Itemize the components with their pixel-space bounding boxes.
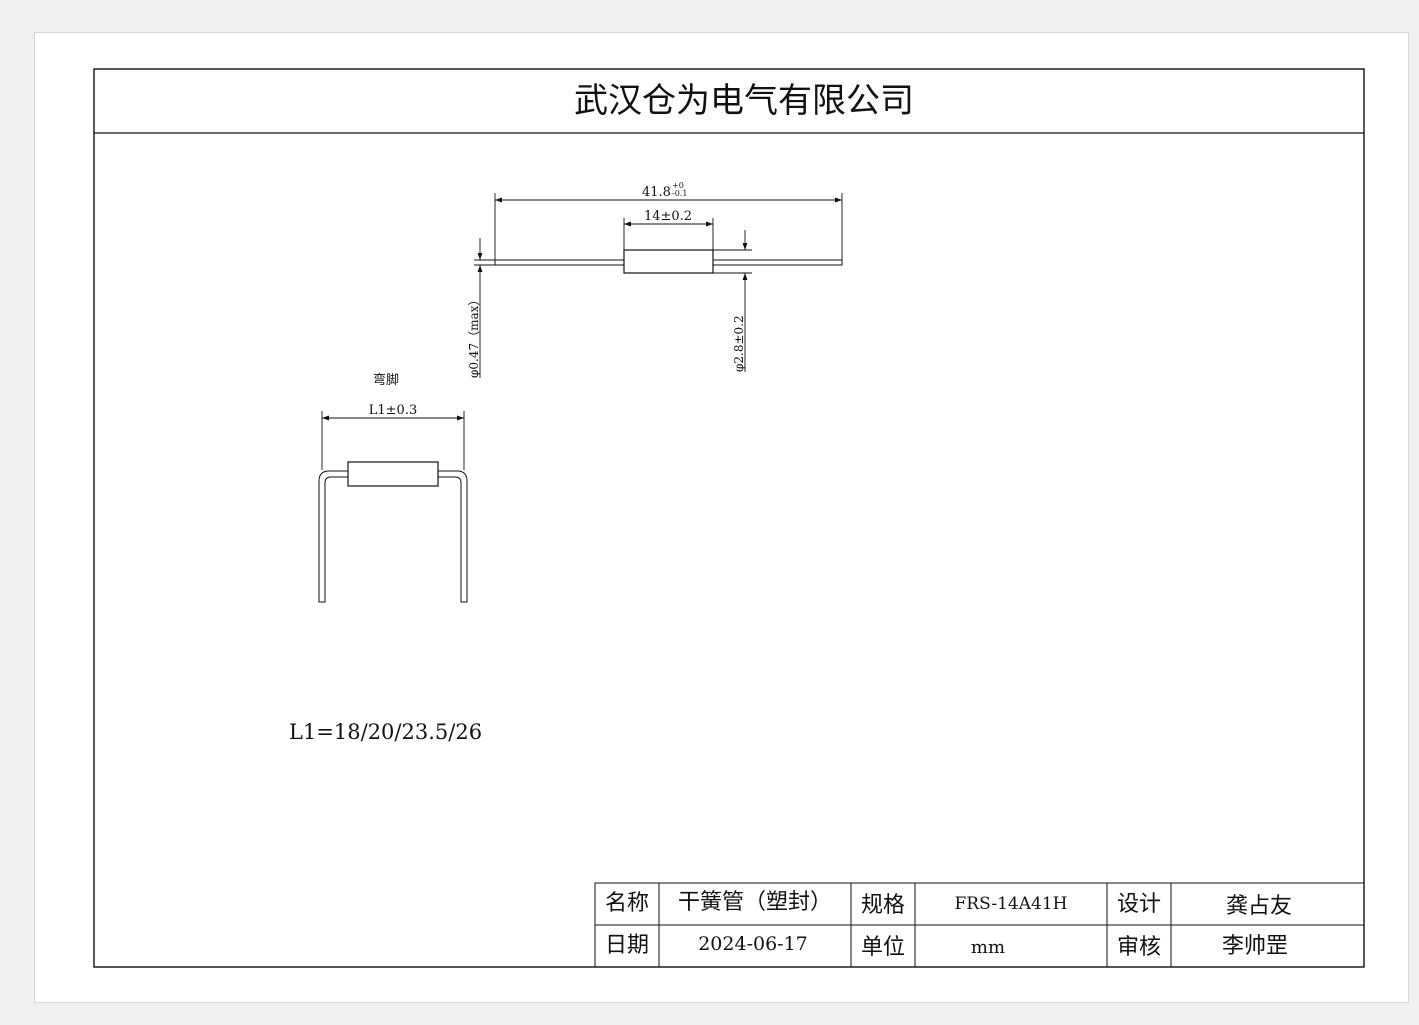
body-diameter-label: φ2.8±0.2 (732, 315, 746, 372)
date-label: 日期 (605, 933, 649, 958)
right-lead (711, 259, 843, 266)
company-title: 武汉仓为电气有限公司 (574, 81, 914, 121)
lead-span-label: L1±0.3 (369, 403, 417, 418)
glass-body-bent (347, 461, 439, 487)
overall-length-dimension (494, 193, 843, 260)
info-table (594, 882, 1365, 968)
name-label: 名称 (605, 891, 649, 916)
reviewer-value: 李帅罡 (1222, 934, 1288, 959)
glass-body (623, 249, 714, 274)
date-value: 2024-06-17 (698, 933, 808, 955)
name-value: 干簧管（塑封） (678, 890, 832, 915)
unit-label: 单位 (861, 935, 905, 960)
left-lead (494, 259, 626, 266)
drawing-sheet (34, 32, 1409, 1003)
lead-diameter-dimension (474, 238, 495, 378)
lead-span-dimension (321, 411, 465, 470)
designer-label: 设计 (1117, 892, 1161, 917)
lead-diameter-label: φ0.47（max） (467, 294, 481, 378)
overall-length-tol-upper: +0 (672, 181, 684, 190)
reviewer-label: 审核 (1117, 935, 1161, 960)
drawing-frame (93, 68, 1365, 968)
unit-value: mm (971, 937, 1005, 958)
reed-switch-bent (318, 461, 468, 603)
overall-length-tol-lower: -0.1 (672, 189, 687, 198)
overall-length-label: 41.8 (642, 185, 671, 200)
designer-value: 龚占友 (1226, 894, 1292, 919)
right-bent-lead (438, 470, 468, 603)
left-bent-lead (318, 470, 348, 603)
body-diameter-dimension (713, 230, 752, 372)
reed-switch-straight (494, 249, 843, 274)
body-length-dimension (623, 218, 714, 250)
spec-label: 规格 (861, 893, 905, 918)
length-options-note: L1=18/20/23.5/26 (289, 720, 482, 744)
bent-view-caption: 弯脚 (373, 372, 399, 388)
spec-value: FRS-14A41H (955, 894, 1068, 914)
body-length-label: 14±0.2 (644, 209, 692, 224)
